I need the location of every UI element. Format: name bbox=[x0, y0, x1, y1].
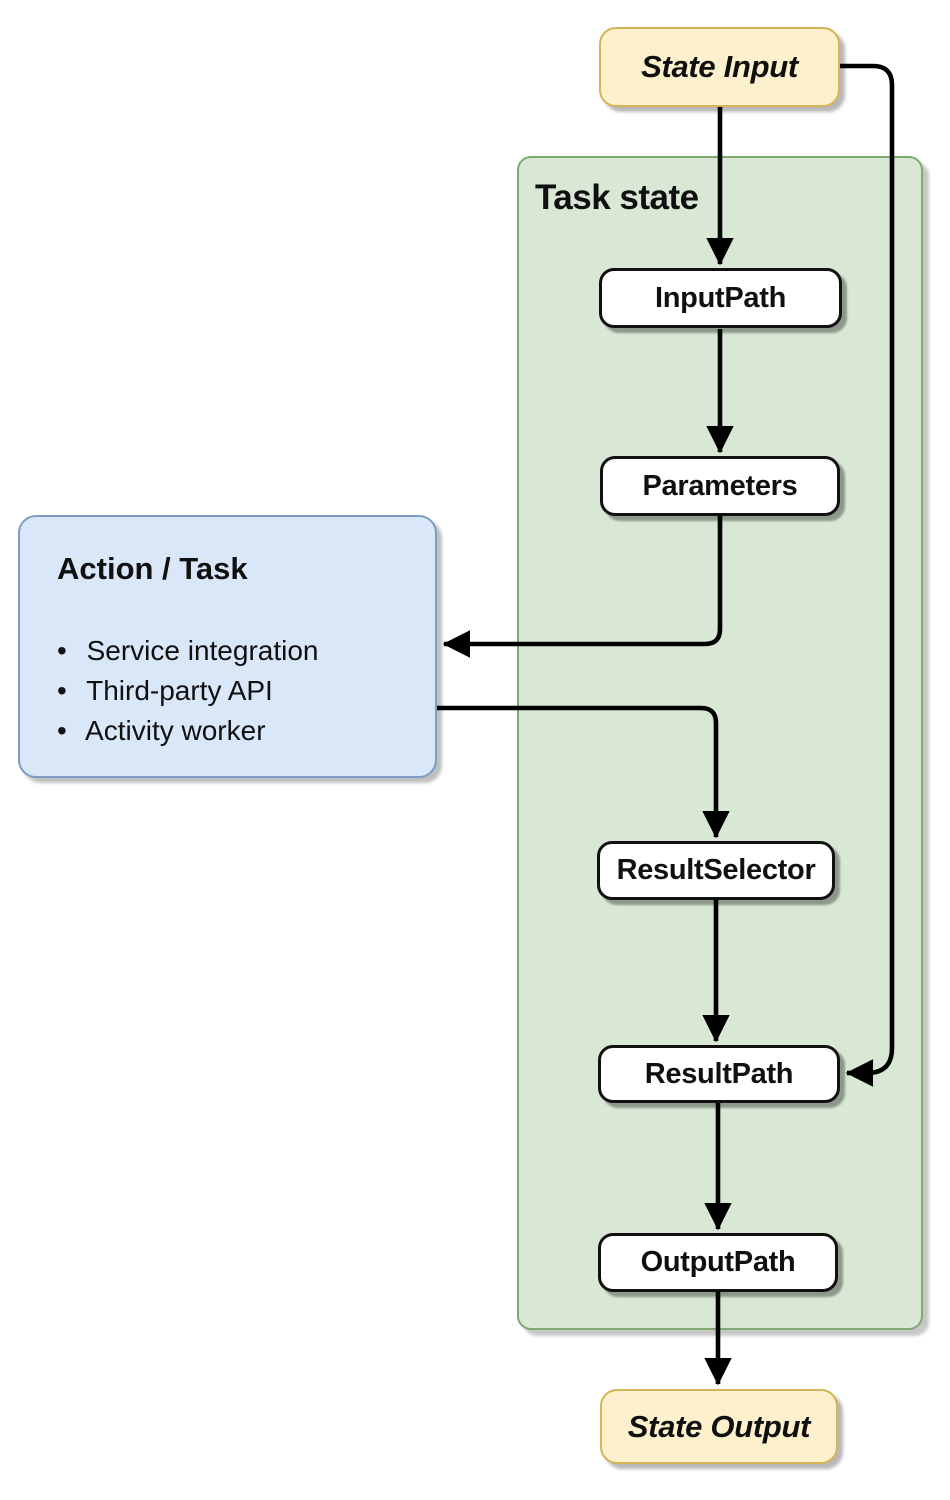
outputpath-node: OutputPath bbox=[598, 1233, 838, 1292]
list-item-label: Third-party API bbox=[86, 675, 273, 706]
parameters-node: Parameters bbox=[600, 456, 840, 516]
task-state-container: Task state bbox=[517, 156, 923, 1330]
list-item-activity-worker: Activity worker bbox=[57, 711, 319, 751]
list-item-label: Activity worker bbox=[85, 715, 266, 746]
state-input-node: State Input bbox=[599, 27, 840, 107]
action-task-title: Action / Task bbox=[57, 551, 248, 586]
list-item-label: Service integration bbox=[86, 635, 319, 666]
state-input-label: State Input bbox=[641, 49, 798, 84]
state-output-node: State Output bbox=[600, 1389, 838, 1464]
resultpath-label: ResultPath bbox=[644, 1057, 794, 1090]
state-output-label: State Output bbox=[627, 1408, 811, 1444]
resultpath-node: ResultPath bbox=[598, 1045, 840, 1103]
outputpath-label: OutputPath bbox=[640, 1246, 796, 1278]
parameters-label: Parameters bbox=[642, 469, 798, 502]
list-item-service-integration: Service integration bbox=[57, 631, 319, 671]
action-task-node: Action / Task Service integration Third-… bbox=[18, 515, 437, 778]
task-state-label: Task state bbox=[535, 178, 699, 217]
inputpath-label: InputPath bbox=[654, 281, 786, 314]
action-task-list: Service integration Third-party API Acti… bbox=[57, 631, 319, 751]
resultselector-label: ResultSelector bbox=[616, 854, 816, 886]
list-item-third-party-api: Third-party API bbox=[57, 671, 319, 711]
resultselector-node: ResultSelector bbox=[597, 841, 835, 900]
inputpath-node: InputPath bbox=[599, 268, 842, 328]
